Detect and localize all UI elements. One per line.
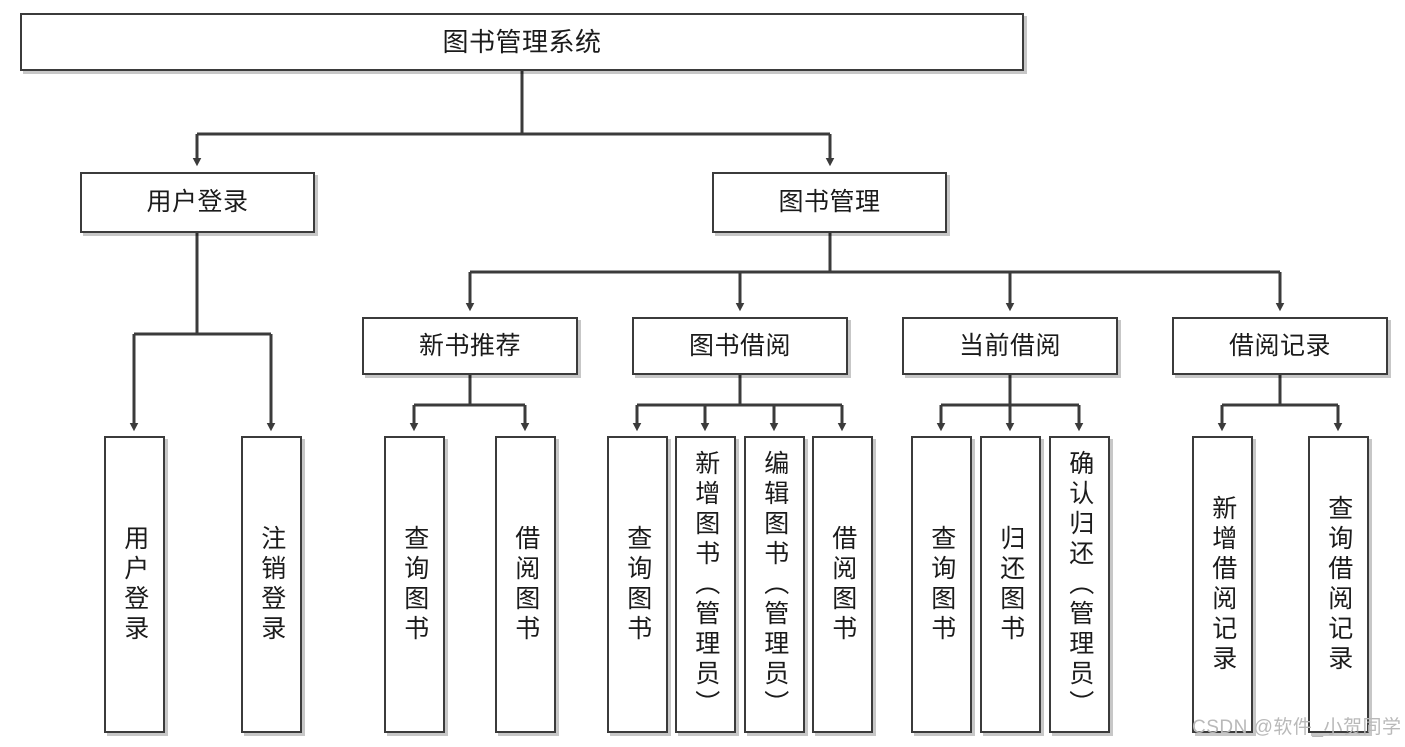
node-user-login-label: 用户登录 [146,188,249,216]
leaf-add-book-label: 新增图书（管理员） [691,449,720,720]
leaf-add-record-label: 新增借阅记录 [1208,494,1237,675]
leaf-confirm-return[interactable]: 确认归还（管理员） [1049,436,1110,733]
node-borrow-record-label: 借阅记录 [1228,331,1331,360]
node-current-borrow-label: 当前借阅 [958,331,1061,360]
leaf-query-book-1-label: 查询图书 [400,524,429,645]
node-book-manage-label: 图书管理 [778,188,881,216]
leaf-query-book-3-label: 查询图书 [927,524,956,645]
node-book-borrow[interactable]: 图书借阅 [632,317,848,375]
leaf-return-book[interactable]: 归还图书 [980,436,1041,733]
leaf-add-record[interactable]: 新增借阅记录 [1192,436,1253,733]
leaf-borrow-book-2-label: 借阅图书 [828,524,857,645]
leaf-query-book-2-label: 查询图书 [623,524,652,645]
csdn-watermark: CSDN @软件_小贺同学 [1192,717,1402,738]
node-book-manage[interactable]: 图书管理 [712,172,947,233]
leaf-return-book-label: 归还图书 [996,524,1025,645]
node-root-label: 图书管理系统 [442,26,602,57]
leaf-query-record[interactable]: 查询借阅记录 [1308,436,1369,733]
leaf-logout-login[interactable]: 注销登录 [241,436,302,733]
leaf-query-book-2[interactable]: 查询图书 [607,436,668,733]
leaf-borrow-book-1[interactable]: 借阅图书 [495,436,556,733]
leaf-logout-login-label: 注销登录 [257,524,286,645]
leaf-query-record-label: 查询借阅记录 [1324,494,1353,675]
leaf-query-book-1[interactable]: 查询图书 [384,436,445,733]
node-root[interactable]: 图书管理系统 [20,13,1024,71]
leaf-borrow-book-2[interactable]: 借阅图书 [812,436,873,733]
leaf-user-login-label: 用户登录 [120,524,149,645]
leaf-confirm-return-label: 确认归还（管理员） [1065,449,1094,720]
leaf-edit-book[interactable]: 编辑图书（管理员） [744,436,805,733]
node-user-login[interactable]: 用户登录 [80,172,315,233]
node-new-book-recommend[interactable]: 新书推荐 [362,317,578,375]
leaf-edit-book-label: 编辑图书（管理员） [760,449,789,720]
node-current-borrow[interactable]: 当前借阅 [902,317,1118,375]
leaf-borrow-book-1-label: 借阅图书 [511,524,540,645]
node-borrow-record[interactable]: 借阅记录 [1172,317,1388,375]
leaf-query-book-3[interactable]: 查询图书 [911,436,972,733]
node-book-borrow-label: 图书借阅 [688,331,791,360]
node-new-book-recommend-label: 新书推荐 [418,331,521,360]
leaf-add-book[interactable]: 新增图书（管理员） [675,436,736,733]
leaf-user-login[interactable]: 用户登录 [104,436,165,733]
